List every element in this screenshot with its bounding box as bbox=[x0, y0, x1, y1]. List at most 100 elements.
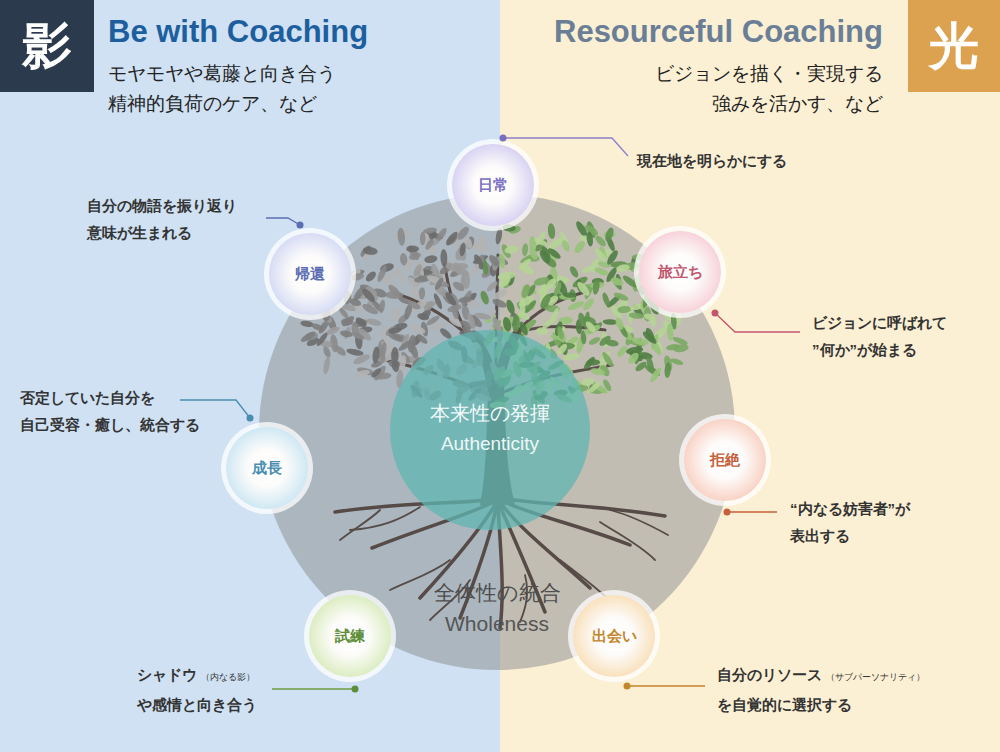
tree-leaf bbox=[664, 362, 672, 378]
tree-leaf bbox=[336, 267, 352, 279]
tree-leaf bbox=[592, 278, 601, 295]
stage-circle: 拒絶 bbox=[679, 414, 771, 506]
tree-leaf bbox=[388, 326, 402, 335]
tree-leaf bbox=[536, 327, 549, 334]
tree-leaf bbox=[586, 231, 594, 247]
circle-halo bbox=[568, 590, 660, 682]
stage-circle: 成長 bbox=[221, 422, 313, 514]
tree-leaf bbox=[588, 336, 602, 347]
tree-leaf bbox=[614, 317, 625, 331]
tree-leaf bbox=[363, 246, 379, 256]
circle-fill bbox=[259, 194, 735, 670]
circle-halo bbox=[221, 422, 313, 514]
callout-line: 現在地を明らかにする bbox=[637, 152, 787, 169]
circle-halo bbox=[304, 590, 396, 682]
tree-leaf bbox=[406, 244, 421, 262]
tree-leaf bbox=[568, 265, 580, 279]
tree-leaf bbox=[397, 227, 406, 245]
tree-leaf bbox=[641, 290, 651, 309]
callout-line: 自分のリソース bbox=[717, 666, 822, 683]
tree-leaf bbox=[605, 339, 619, 347]
tree-leaf bbox=[556, 326, 565, 340]
tree-leaf bbox=[573, 239, 587, 254]
tree-leaf bbox=[517, 257, 533, 272]
tree-leaf bbox=[322, 307, 331, 321]
tree-leaf bbox=[590, 367, 606, 377]
callout-line: や感情と向き合う bbox=[137, 691, 257, 718]
tree-leaf bbox=[487, 253, 501, 268]
tree-leaf bbox=[669, 357, 684, 366]
circle-halo bbox=[447, 139, 539, 231]
tree-leaf bbox=[318, 307, 337, 316]
tree-leaf bbox=[562, 352, 580, 361]
shadow-badge: 影 bbox=[0, 0, 94, 92]
tree-leaf bbox=[458, 296, 472, 304]
tree-leaf bbox=[308, 303, 327, 317]
callout-text: 自分の物語を振り返り 意味が生まれる bbox=[87, 192, 252, 246]
tree-leaf bbox=[346, 347, 364, 357]
tree-leaf bbox=[520, 283, 532, 299]
tree-leaf bbox=[549, 307, 560, 324]
tree-leaf bbox=[315, 296, 333, 307]
stage-name: 出会い bbox=[568, 590, 660, 682]
tree-leaf bbox=[430, 320, 446, 331]
tree-leaf bbox=[581, 297, 596, 312]
callout-text: 否定していた自分を 自己受容・癒し、統合する bbox=[20, 384, 215, 438]
tree-leaf bbox=[546, 246, 562, 260]
tree-leaf bbox=[322, 356, 331, 374]
tree-leaf bbox=[556, 342, 569, 356]
stage-circle: 試練 bbox=[304, 590, 396, 682]
tree-leaf bbox=[584, 320, 598, 334]
tree-leaf bbox=[505, 299, 517, 316]
panel-subtitle: ビジョンを描く・実現する 強みを活かす、など bbox=[636, 59, 883, 119]
tree-leaf bbox=[407, 334, 417, 353]
tree-leaf bbox=[649, 302, 661, 316]
circle-shape bbox=[390, 330, 590, 530]
tree-leaf bbox=[408, 286, 421, 302]
tree-leaf bbox=[642, 271, 651, 288]
callout-text: “内なる妨害者”が 表出する bbox=[790, 495, 940, 549]
tree-leaf bbox=[502, 316, 513, 332]
tree-leaf bbox=[420, 232, 426, 246]
panel-subtitle: モヤモヤや葛藤と向き合う 精神的負荷のケア、など bbox=[108, 59, 355, 119]
tree-leaf bbox=[415, 333, 429, 346]
tree-leaf bbox=[341, 318, 353, 325]
tree-leaf bbox=[435, 227, 448, 243]
tree-leaf bbox=[666, 343, 681, 351]
tree-leaf bbox=[538, 292, 553, 310]
tree-leaf bbox=[406, 245, 419, 252]
tree-leaf bbox=[334, 288, 350, 301]
tree-leaf bbox=[601, 351, 616, 369]
tree-leaf bbox=[626, 351, 640, 366]
circle-halo bbox=[264, 228, 356, 320]
tree-leaf bbox=[628, 312, 644, 320]
tree-leaf bbox=[424, 254, 438, 264]
callout-line: シャドウ bbox=[137, 666, 197, 683]
tree-leaf bbox=[299, 330, 317, 344]
tree-leaf bbox=[350, 272, 364, 282]
tree-leaf bbox=[631, 336, 649, 346]
stage-name: 試練 bbox=[304, 590, 396, 682]
tree-leaf bbox=[491, 297, 508, 309]
tree-leaf bbox=[586, 380, 603, 395]
tree-leaf bbox=[422, 227, 437, 235]
tree-leaf bbox=[650, 276, 665, 283]
tree-leaf bbox=[605, 249, 620, 267]
tree-leaf bbox=[613, 291, 630, 302]
tree-leaf bbox=[601, 292, 611, 308]
circle-heading: 本来性の発揮 bbox=[390, 401, 590, 425]
tree-leaf bbox=[380, 341, 387, 358]
tree-leaf bbox=[567, 300, 586, 312]
tree-leaf bbox=[326, 281, 340, 299]
tree-leaf bbox=[648, 291, 666, 298]
stage-circle: 旅立ち bbox=[634, 226, 726, 318]
tree-root bbox=[600, 522, 655, 560]
tree-leaf bbox=[403, 259, 414, 273]
tree-leaf bbox=[586, 359, 600, 366]
tree-leaf bbox=[535, 230, 548, 246]
callout-line: 自分の物語を振り返り 意味が生まれる bbox=[87, 197, 237, 241]
tree-leaf bbox=[417, 312, 430, 321]
tree-leaf bbox=[502, 224, 516, 232]
tree-root bbox=[350, 507, 420, 530]
